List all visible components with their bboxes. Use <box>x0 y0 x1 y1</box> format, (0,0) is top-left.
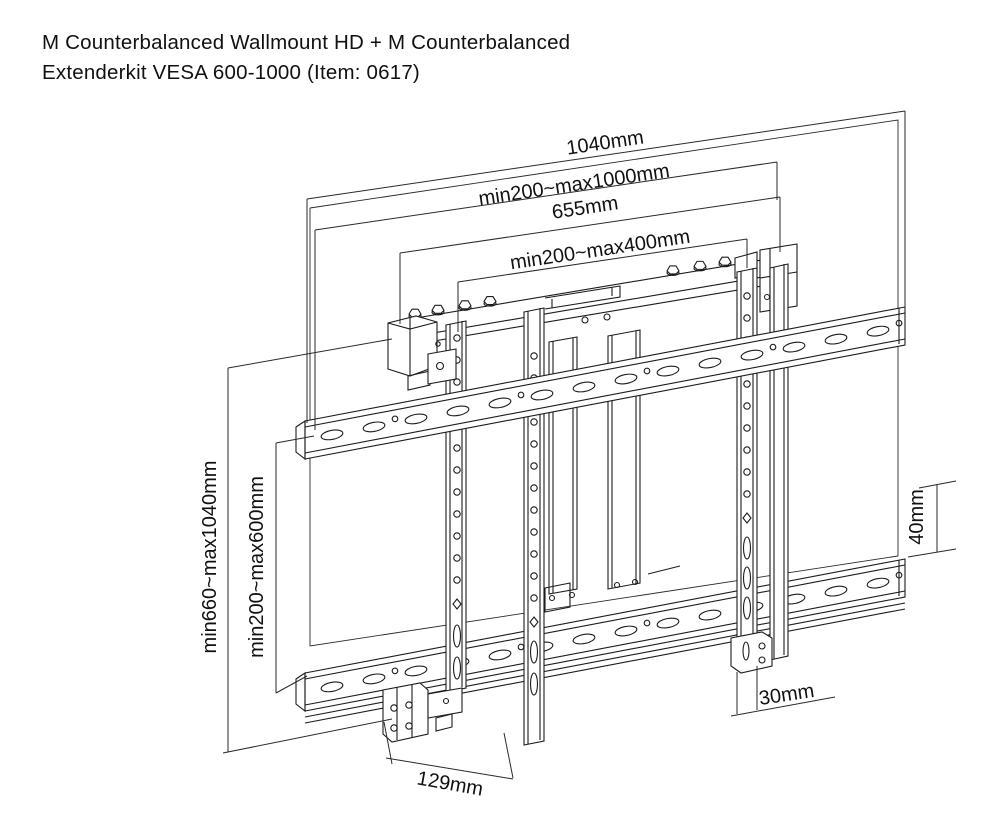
wall-rail-upper <box>295 306 906 461</box>
dim-label-overall-height-range: min660~max1040mm <box>199 461 221 654</box>
left-upright-tab <box>427 341 457 385</box>
top-crossbar <box>387 243 798 391</box>
dim-label-foot-offset: 30mm <box>757 680 815 710</box>
dim-label-rail-height: 40mm <box>906 489 928 545</box>
mounting-nuts <box>408 256 732 320</box>
dim-label-vesa-height-range: min200~max600mm <box>246 476 268 658</box>
dimension-lines <box>222 110 957 780</box>
product-title: M Counterbalanced Wallmount HD + M Count… <box>42 28 570 88</box>
product-title-line2: Extenderkit VESA 600-1000 (Item: 0617) <box>42 61 420 84</box>
product-title-line1: M Counterbalanced Wallmount HD + M Count… <box>42 31 571 54</box>
bottom-feet <box>382 631 773 743</box>
